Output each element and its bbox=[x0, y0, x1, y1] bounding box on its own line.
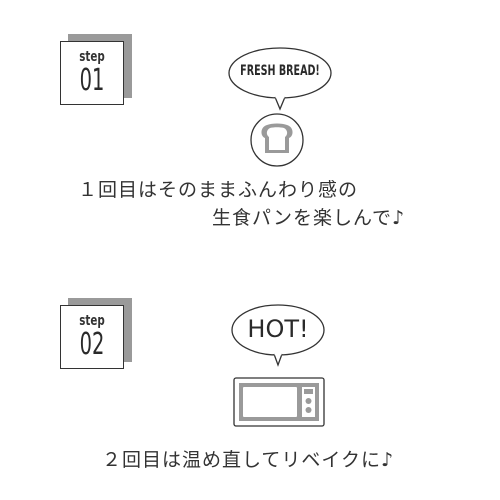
bread-slice-icon bbox=[250, 113, 304, 167]
step-badge-2: step 02 bbox=[60, 298, 132, 370]
speech-bubble-1: FRESH BREAD! bbox=[227, 46, 333, 112]
step-label: step bbox=[79, 49, 105, 65]
step-badge-1: step 01 bbox=[60, 34, 132, 106]
step-number: 02 bbox=[79, 327, 105, 362]
step1-caption-line1: １回目はそのままふんわり感の bbox=[78, 179, 359, 201]
bubble-text: HOT! bbox=[247, 315, 309, 343]
speech-bubble-2: HOT! bbox=[230, 303, 326, 367]
step-number: 01 bbox=[79, 63, 105, 98]
speech-bubble-icon bbox=[228, 47, 332, 111]
bubble-text: FRESH BREAD! bbox=[240, 63, 320, 79]
microwave-icon bbox=[233, 377, 325, 427]
badge-shadow bbox=[68, 34, 132, 98]
speech-bubble-icon bbox=[231, 304, 325, 367]
step-label: step bbox=[79, 313, 105, 329]
step1-caption-line2: 生食パンを楽しんで♪ bbox=[212, 207, 406, 229]
badge-box: step 01 bbox=[60, 41, 124, 105]
badge-box: step 02 bbox=[60, 305, 124, 369]
step2-caption: ２回目は温め直してリベイクに♪ bbox=[102, 449, 395, 471]
badge-shadow bbox=[68, 298, 132, 362]
